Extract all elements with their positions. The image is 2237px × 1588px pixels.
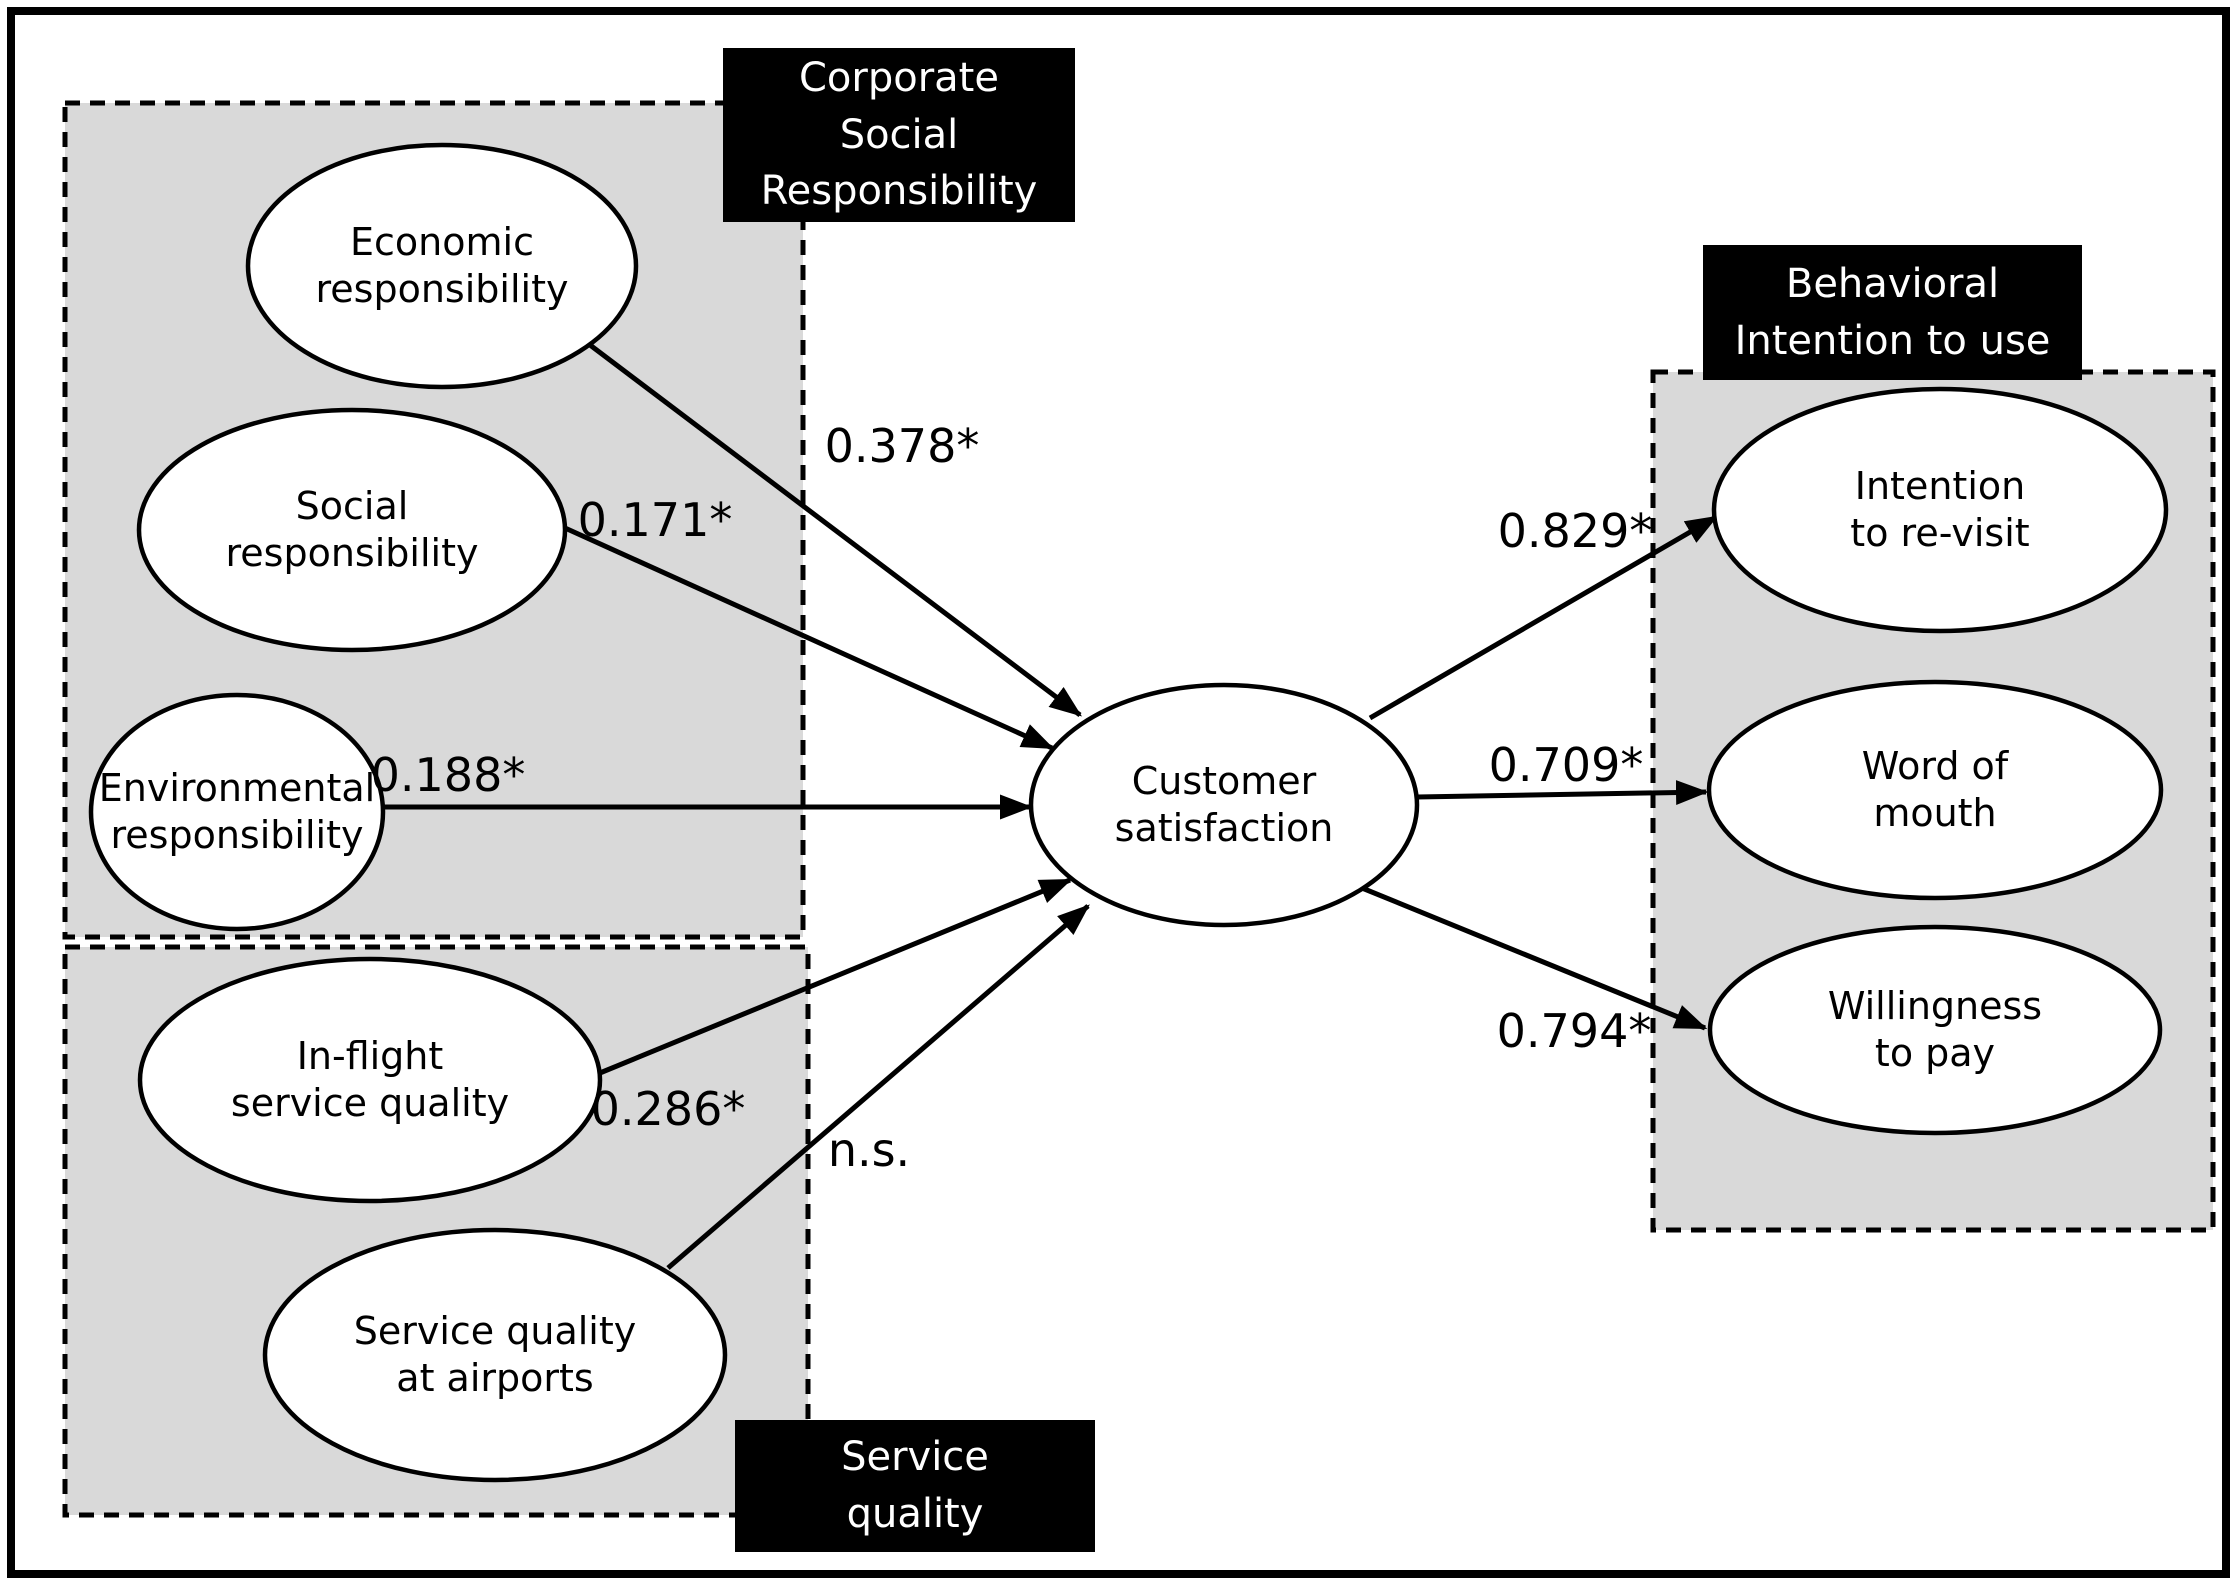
path-satisfaction-to-wom (1416, 780, 1709, 806)
willingness-to-pay-ellipse (1707, 924, 2163, 1136)
service-quality-airports-ellipse (262, 1227, 728, 1483)
customer-satisfaction-ellipse (1028, 682, 1420, 928)
social-responsibility-ellipse (136, 407, 568, 653)
behavioral-intention-group-label: Behavioral Intention to use (1703, 245, 2082, 380)
service-quality-group-label: Service quality (735, 1420, 1095, 1552)
figure-border (7, 7, 2230, 1578)
environmental-responsibility-ellipse (88, 692, 386, 932)
path-economic-to-satisfaction (588, 343, 1082, 717)
csr-group-label: Corporate Social Responsibility (723, 48, 1075, 222)
path-satisfaction-to-wtp (1361, 885, 1708, 1031)
path-airport-to-satisfaction (666, 904, 1090, 1270)
inflight-service-quality-ellipse (137, 956, 603, 1204)
path-satisfaction-to-revisit (1368, 514, 1719, 721)
path-inflight-to-satisfaction (594, 877, 1073, 1078)
intention-revisit-ellipse (1711, 386, 2169, 634)
path-social-to-satisfaction (563, 525, 1055, 751)
word-of-mouth-ellipse (1706, 679, 2164, 901)
economic-responsibility-ellipse (245, 142, 639, 390)
